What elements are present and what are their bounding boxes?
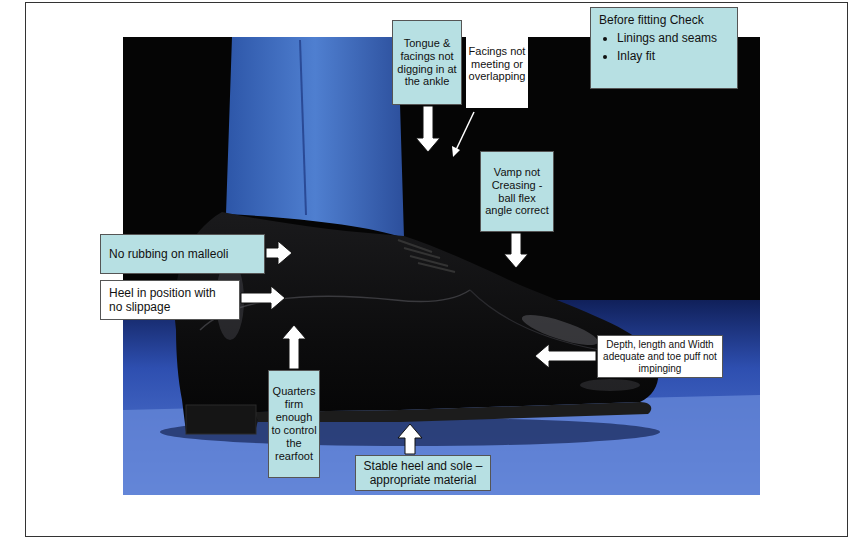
leader-head: [452, 146, 460, 157]
arrow: [241, 286, 285, 310]
laces: [398, 240, 455, 272]
callout-text: Tongue & facings not digging in at the a…: [396, 37, 458, 89]
arrow: [535, 344, 596, 368]
callout-text: Stable heel and sole –appropriate materi…: [361, 459, 485, 487]
callout-text: Before fitting Check: [599, 13, 729, 27]
callout-text: Quarters firm enough to control the rear…: [271, 385, 317, 463]
callout-box: Tongue & facings not digging in at the a…: [392, 20, 462, 105]
callout-text: Facings not meeting or overlapping: [468, 45, 526, 84]
callout-text: Vamp not Creasing - ball flex angle corr…: [484, 166, 550, 218]
arrow: [416, 106, 440, 152]
vamp-seam: [470, 290, 600, 350]
arrow: [282, 325, 306, 369]
highlight: [519, 309, 601, 351]
arrow: [266, 241, 292, 265]
bullet-text: Linings and seams: [617, 31, 717, 45]
leader-line: [455, 112, 474, 152]
callout-box: Quarters firm enough to control the rear…: [268, 370, 320, 478]
callout-text: Heel in position with no slippage: [109, 286, 231, 314]
arrow: [504, 233, 528, 268]
callout-box: Heel in position with no slippage: [100, 280, 240, 320]
callout-box: Stable heel and sole –appropriate materi…: [355, 455, 491, 491]
trouser-crease: [300, 40, 306, 215]
frame: [26, 3, 848, 537]
highlight: [580, 379, 640, 391]
bullet-item: Inlay fit: [599, 49, 729, 63]
platform: [123, 395, 760, 495]
callout-box: No rubbing on malleoli: [100, 234, 265, 274]
checklist-box: Before fitting CheckLinings and seamsInl…: [590, 7, 738, 89]
callout-text: Depth, length and Width adequate and toe…: [602, 339, 718, 374]
trouser-leg: [226, 37, 404, 238]
callout-box: Facings not meeting or overlapping: [466, 20, 528, 108]
callout-box: Vamp not Creasing - ball flex angle corr…: [480, 151, 554, 232]
callout-text: No rubbing on malleoli: [109, 247, 256, 261]
bullet-text: Inlay fit: [617, 49, 655, 63]
bullet-dot: [603, 37, 607, 41]
heel-block: [186, 405, 256, 434]
bullet-item: Linings and seams: [599, 31, 729, 45]
bullet-dot: [603, 55, 607, 59]
callout-box: Depth, length and Width adequate and toe…: [597, 335, 723, 378]
arrow: [398, 424, 422, 454]
